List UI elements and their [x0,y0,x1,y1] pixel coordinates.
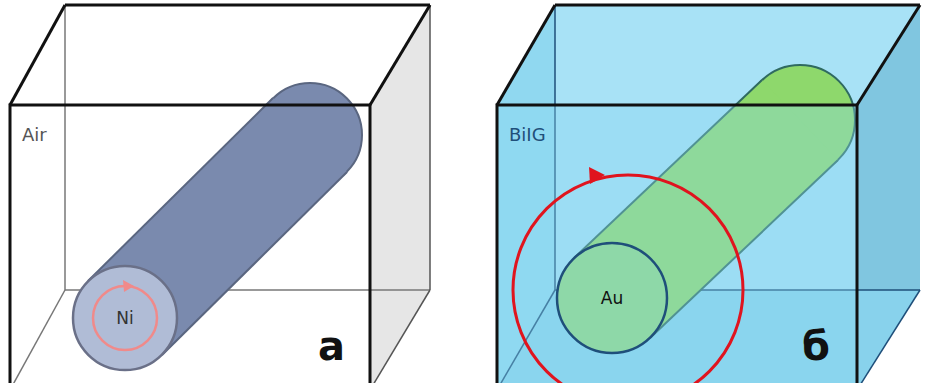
material-label: Ni [116,308,133,328]
medium-box: Ni Air [0,0,440,383]
au-cylinder [497,65,857,383]
ni-cylinder [73,83,362,370]
wire-cylinder: Au [557,243,667,353]
panel-letter: б [802,326,830,366]
panel-letter: а [318,326,345,366]
air-box-front [10,5,430,383]
medium-label: BiIG [509,124,546,146]
bilg-box [497,5,920,383]
air-box [10,5,430,383]
medium-label: Air [22,124,47,146]
material-label: Au [601,288,623,308]
medium-box: Au BiIG [487,0,926,383]
wire-cylinder: Ni [73,266,177,370]
bilg-box-front [497,5,920,383]
